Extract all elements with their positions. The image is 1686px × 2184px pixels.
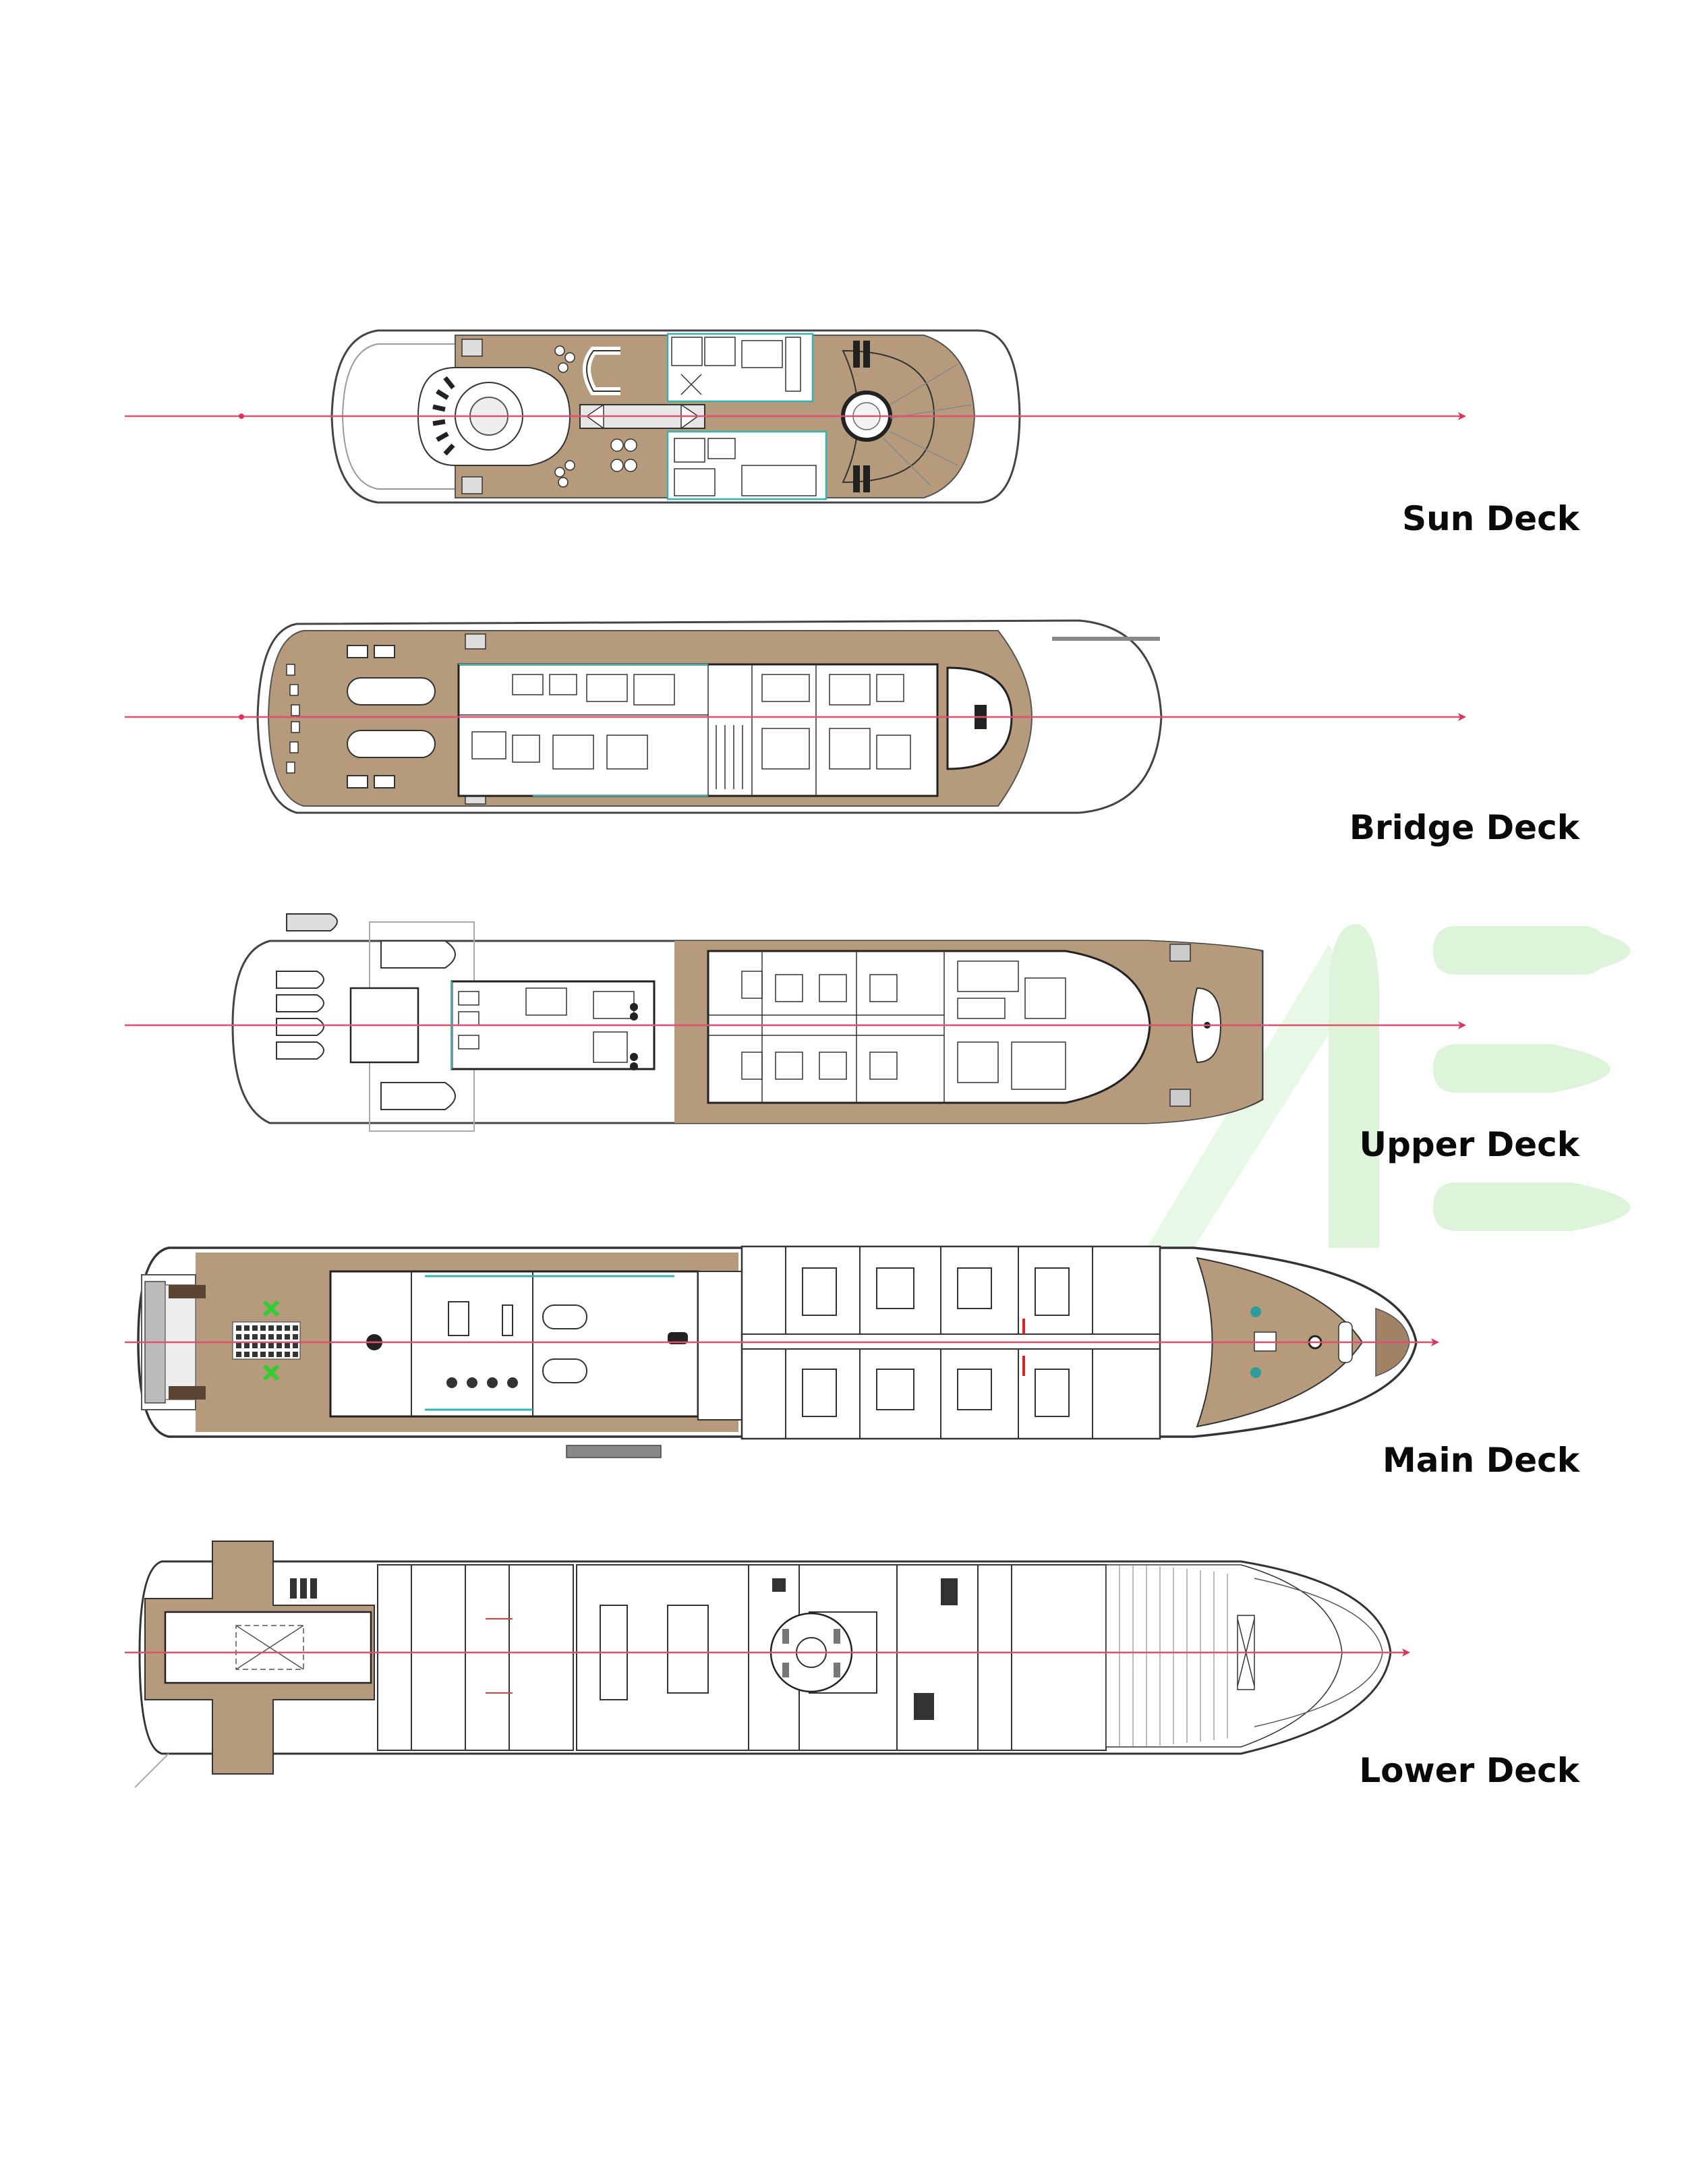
deck-label-bridge: Bridge Deck (1349, 808, 1579, 847)
deck-label-upper: Upper Deck (1359, 1125, 1579, 1164)
deck-label-main: Main Deck (1383, 1441, 1579, 1480)
helipad-marks (262, 1300, 280, 1381)
centerlines (125, 412, 1466, 1657)
deck-label-sun: Sun Deck (1402, 499, 1579, 538)
upper-deck-plan (231, 913, 1264, 1132)
main-deck-plan (137, 1245, 1418, 1458)
bridge-deck-plan (256, 619, 1163, 814)
deck-label-lower: Lower Deck (1359, 1751, 1579, 1790)
lower-deck-plan (134, 1541, 1392, 1788)
lower-deck-hull (138, 1560, 1392, 1755)
